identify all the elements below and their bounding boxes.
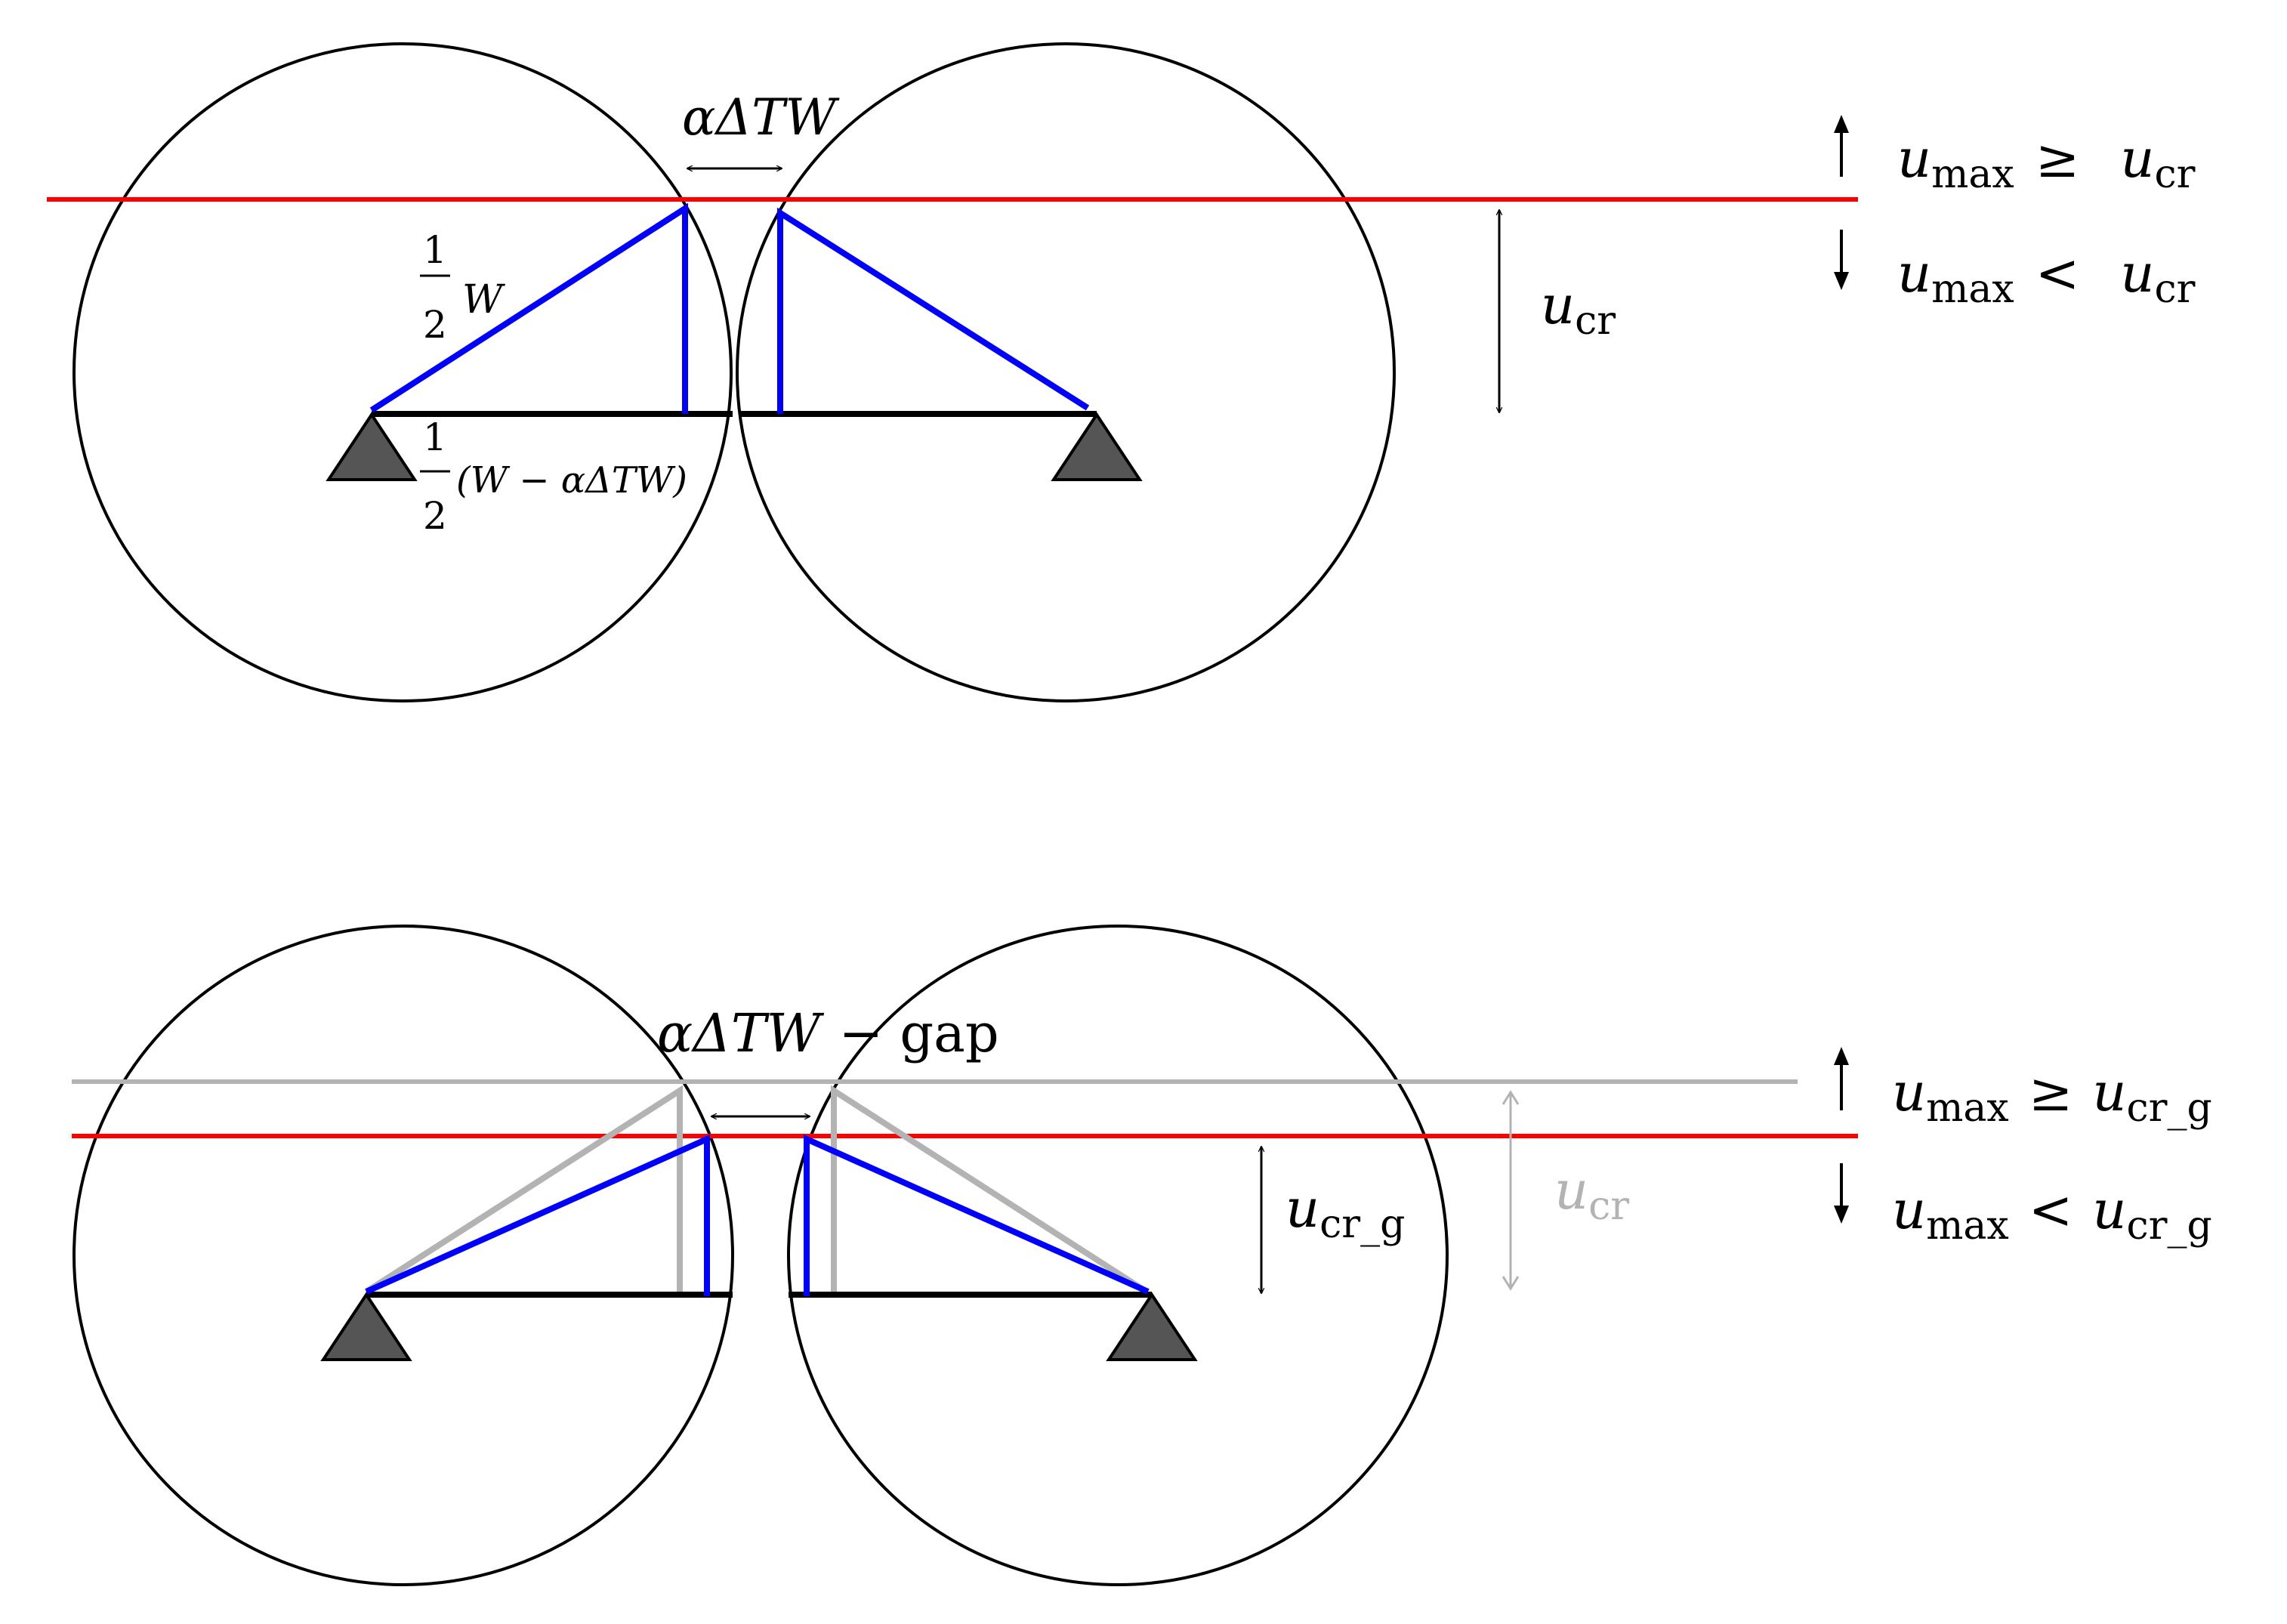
bottom-ucrg-label: ucr_g — [1285, 1178, 1405, 1247]
top-half-numerator: 1 — [423, 228, 447, 272]
top-left-support-icon — [326, 412, 418, 481]
bottom-gray-ucr-arrow — [1502, 1090, 1520, 1291]
top-half2-denominator: 2 — [423, 494, 447, 538]
top-half-denominator: 2 — [423, 303, 447, 347]
bottom-right-circle — [787, 925, 1449, 1586]
bottom-right-deflection — [804, 1134, 1150, 1296]
top-legend-down: umax<ucr — [1897, 242, 2196, 312]
bottom-legend-down-arrow-icon — [1834, 1163, 1849, 1224]
top-legend-down-arrow-icon — [1834, 230, 1849, 290]
bottom-left-deflection — [365, 1134, 710, 1296]
top-left-circle — [73, 42, 733, 702]
top-right-deflection — [777, 207, 1090, 414]
top-right-support-icon — [1051, 412, 1143, 481]
top-legend-up: umax≥ucr — [1897, 128, 2196, 197]
bottom-left-circle — [73, 925, 734, 1586]
bottom-legend-up: umax≥ucr_g — [1892, 1061, 2212, 1131]
top-half2-numerator: 1 — [423, 415, 447, 459]
bottom-gap-label: αΔTW− gap — [657, 1002, 999, 1064]
bottom-legend-down: umax<ucr_g — [1892, 1179, 2212, 1249]
top-diagram: αΔTW 1 2 W 1 2 (W − αΔTW) ucr umax≥ucr u… — [47, 42, 2196, 702]
bottom-gray-ucr-label: ucr — [1554, 1159, 1629, 1229]
bottom-left-reference-deflection — [364, 1085, 683, 1296]
top-ucr-label: ucr — [1541, 274, 1616, 344]
top-gap-label: αΔTW — [682, 88, 840, 147]
top-legend-up-arrow-icon — [1834, 115, 1849, 177]
top-left-deflection — [369, 202, 688, 414]
bottom-right-reference-deflection — [831, 1085, 1149, 1296]
bottom-left-support-icon — [320, 1292, 412, 1361]
top-half-w-label: W — [462, 277, 505, 323]
bottom-legend-up-arrow-icon — [1834, 1047, 1849, 1110]
bottom-diagram: αΔTW− gap ucr_g ucr umax≥ucr_g um — [72, 925, 2212, 1586]
bottom-right-support-icon — [1106, 1292, 1198, 1361]
top-half-w-minus-label: (W − αΔTW) — [456, 459, 687, 502]
top-right-circle — [736, 42, 1396, 702]
